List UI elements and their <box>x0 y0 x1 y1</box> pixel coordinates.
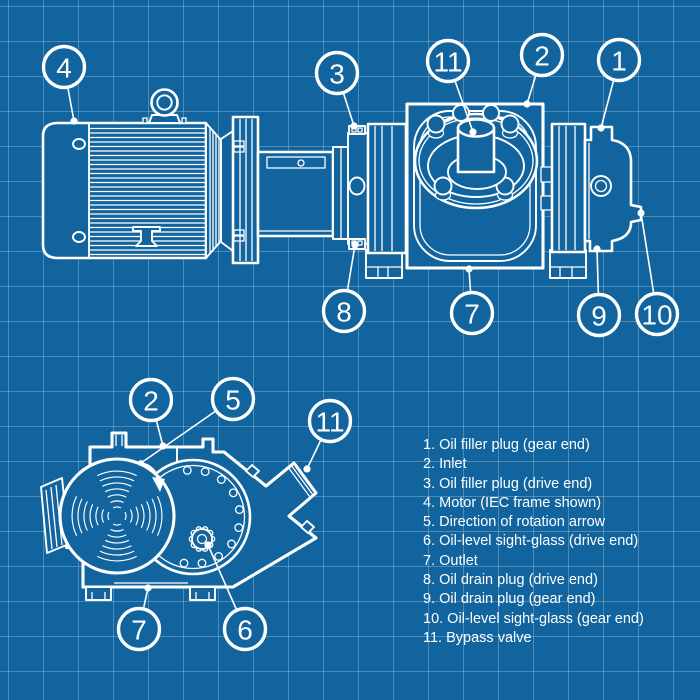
motor-flange <box>220 115 260 265</box>
callout-circle <box>596 37 642 83</box>
callout-number: 11 <box>315 407 344 438</box>
legend-item: 4. Motor (IEC frame shown) <box>423 494 602 511</box>
leader-dot <box>465 265 473 273</box>
leader-dot <box>593 245 601 253</box>
endplate-bolt <box>72 231 86 243</box>
callout-number: 2 <box>534 41 550 72</box>
callout-side-4: 4 <box>41 44 87 125</box>
callout-circle <box>210 376 256 422</box>
callout-number: 7 <box>131 615 147 646</box>
callout-number: 1 <box>611 46 627 77</box>
callout-number: 6 <box>237 615 253 646</box>
legend-item: 6. Oil-level sight-glass (drive end) <box>423 533 639 550</box>
callout-circle <box>576 292 622 338</box>
legend-item: 7. Outlet <box>423 552 478 569</box>
lifting-eyebolt <box>142 88 187 124</box>
drive-end-bearing-housing <box>332 122 417 255</box>
gear-end-bearing-housing <box>540 122 643 254</box>
motor-foot-slot <box>132 226 161 247</box>
legend-item: 10. Oil-level sight-glass (gear end) <box>423 610 644 627</box>
callout-number: 4 <box>56 53 72 84</box>
pump-casing <box>405 102 545 270</box>
shaft-end <box>348 176 366 196</box>
callout-side-2: 2 <box>519 32 565 108</box>
motor-fan-cover <box>58 457 176 575</box>
leader-dot <box>303 465 311 473</box>
legend: 1. Oil filler plug (gear end) 2. Inlet 3… <box>423 436 644 648</box>
callout-end-7: 7 <box>116 584 162 652</box>
callout-circle <box>449 290 495 336</box>
leader-dot <box>70 117 78 125</box>
callout-side-1: 1 <box>596 37 642 132</box>
leader-dot <box>523 100 531 108</box>
callout-number: 5 <box>225 385 241 416</box>
callout-circle <box>128 377 174 423</box>
legend-item: 3. Oil filler plug (drive end) <box>423 475 593 492</box>
leader-dot <box>637 209 645 217</box>
oil-level-sight-glass-gear-end <box>590 175 612 197</box>
legend-item: 5. Direction of rotation arrow <box>423 514 606 531</box>
callout-number: 9 <box>591 301 607 332</box>
callout-number: 8 <box>336 297 352 328</box>
side-view <box>41 88 643 279</box>
leader-dot <box>351 241 359 249</box>
bypass-valve-stem <box>456 118 496 174</box>
callout-circle <box>307 398 353 444</box>
leader-dot <box>144 584 152 592</box>
motor <box>41 88 222 260</box>
leader-dot <box>597 124 605 132</box>
callout-end-5: 5 <box>138 376 256 466</box>
motor-fins <box>89 127 207 256</box>
pump-foot-gear-end <box>549 249 587 279</box>
callout-circle <box>222 606 268 652</box>
callout-circle <box>41 44 87 90</box>
legend-item: 9. Oil drain plug (gear end) <box>423 591 596 608</box>
callout-number: 3 <box>329 59 345 90</box>
callout-circle <box>425 38 471 84</box>
callout-side-9: 9 <box>576 245 622 338</box>
leader-dot <box>350 122 358 130</box>
fan-blades <box>71 470 163 562</box>
callout-side-7: 7 <box>449 265 495 336</box>
callout-number: 10 <box>641 300 672 331</box>
bypass-nozzle-flange <box>290 464 314 496</box>
leader-dot <box>204 541 212 549</box>
oil-level-sight-glass-drive-end <box>188 526 216 552</box>
cover-bolts <box>179 465 244 568</box>
callout-side-8: 8 <box>321 241 367 334</box>
callout-end-2: 2 <box>128 377 174 450</box>
callout-circle <box>116 606 162 652</box>
legend-item: 2. Inlet <box>423 456 467 473</box>
leader-dot <box>469 128 477 136</box>
endplate-bolt <box>72 138 86 150</box>
coupling-spacer <box>256 150 335 238</box>
callout-end-6: 6 <box>204 541 268 652</box>
callout-side-10: 10 <box>634 209 680 337</box>
callout-side-3: 3 <box>314 50 360 130</box>
gear-end-cover <box>583 125 643 253</box>
legend-item: 8. Oil drain plug (drive end) <box>423 572 598 589</box>
callout-number: 2 <box>143 386 159 417</box>
callout-end-11: 11 <box>303 398 353 473</box>
pump-foot-drive-end <box>365 249 403 279</box>
callout-circle <box>634 291 680 337</box>
legend-item: 11. Bypass valve <box>423 629 532 646</box>
leader-dot <box>159 442 167 450</box>
legend-item: 1. Oil filler plug (gear end) <box>423 437 590 453</box>
base-feet <box>85 586 216 601</box>
callout-circle <box>321 288 367 334</box>
leader-dot <box>138 460 144 466</box>
callout-circle <box>314 50 360 96</box>
callout-number: 7 <box>464 299 480 330</box>
end-view <box>40 431 318 601</box>
callout-number: 11 <box>433 47 462 78</box>
callout-side-11: 11 <box>425 38 477 136</box>
callout-circle <box>519 32 565 78</box>
